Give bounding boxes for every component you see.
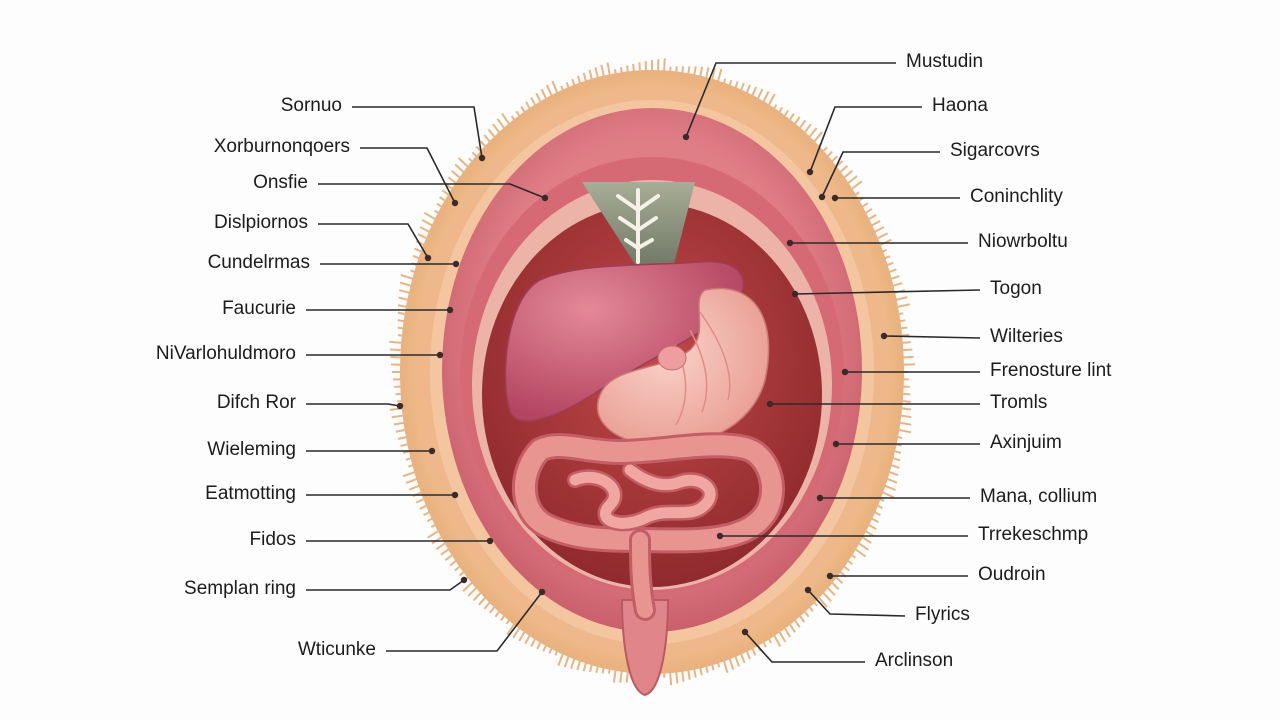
duodenum-knob [657,345,687,371]
label-onsfie: Onsfie [253,172,308,193]
label-frenosture-lint: Frenosture lint [990,360,1112,381]
liver [504,260,745,422]
label-oudroin: Oudroin [978,564,1046,585]
label-wticunke-pointer-dot [538,588,546,596]
label-fidos: Fidos [249,529,296,550]
label-togon-pointer-dot [791,290,799,298]
label-difch-ror-leader-line [306,403,401,407]
label-wticunke-leader-line [386,591,543,652]
label-coninchlity-pointer-dot [831,194,839,202]
label-mana-collium: Mana, collium [980,486,1098,507]
label-mustudin-leader-line [685,62,896,138]
label-trrekeschmp: Trrekeschmp [978,524,1089,545]
label-difch-ror: Difch Ror [216,392,296,413]
label-flyrics: Flyrics [915,604,970,625]
leader-lines [306,62,981,663]
label-semplan-fing-leader-line [306,579,465,591]
label-semplan-fing-pointer-dot [460,576,468,584]
label-flyrics-leader-line [807,589,906,617]
label-sigarcovrs-pointer-dot [818,193,826,201]
label-wilteries-leader-line [883,335,981,339]
label-wilteries: Wilteries [990,326,1063,347]
label-dislpiornos: Dislpiornos [214,212,308,233]
label-difch-ror-pointer-dot [396,402,404,410]
label-flyrics-pointer-dot [804,586,812,594]
label-eatmotting: Eatmotting [205,483,296,504]
label-eatmotting-pointer-dot [451,491,459,499]
vessel-branch [616,188,660,264]
label-semplan-fing: Semplan ring [184,578,296,599]
label-onsfie-pointer-dot [541,194,549,202]
label-wticunke: Wticunke [297,639,376,660]
label-wieleming-pointer-dot [428,447,436,455]
label-tromls: Tromls [990,392,1048,413]
label-wieleming: Wieleming [207,439,296,460]
label-sornuo-pointer-dot [478,154,486,162]
label-faucurie-pointer-dot [446,306,454,314]
label-xorburnonqoers-pointer-dot [451,199,459,207]
label-sigarcovrs: Sigarcovrs [950,140,1040,161]
label-nivarlohuldmoro-pointer-dot [436,351,444,359]
label-niowrboltu: Niowrboltu [978,231,1068,252]
label-togon-leader-line [794,289,981,295]
label-faucurie: Faucurie [222,298,296,319]
label-xorburnonqoers-leader-line [360,147,456,204]
label-cundelrmas: Cundelrmas [207,252,310,273]
label-axinjuim-pointer-dot [832,440,840,448]
label-haona: Haona [932,95,988,116]
label-sornuo-leader-line [352,106,483,159]
label-onsfie-leader-line [318,183,546,199]
label-axinjuim: Axinjuim [990,432,1062,453]
label-arclinson-pointer-dot [741,628,749,636]
label-dislpiornos-leader-line [318,223,429,259]
label-cundelrmas-pointer-dot [452,260,460,268]
label-arclinson-leader-line [744,631,865,663]
label-haona-leader-line [809,106,922,173]
label-tromls-pointer-dot [766,400,774,408]
label-mana-collium-pointer-dot [816,494,824,502]
label-arclinson: Arclinson [875,650,954,671]
label-frenosture-lint-pointer-dot [841,368,849,376]
bottom-tube [620,599,670,697]
intestines [511,432,786,621]
label-xorburnonqoers: Xorburnonqoers [213,136,350,157]
label-sigarcovrs-leader-line [821,151,940,198]
label-wilteries-pointer-dot [880,332,888,340]
label-niowrboltu-pointer-dot [786,239,794,247]
label-mustudin: Mustudin [906,51,984,72]
label-nivarlohuldmoro: NiVarlohuldmoro [155,343,296,364]
label-trrekeschmp-pointer-dot [716,532,724,540]
label-fidos-pointer-dot [486,537,494,545]
label-coninchlity: Coninchlity [970,186,1063,207]
label-haona-pointer-dot [806,168,814,176]
label-sornuo: Sornuo [280,95,342,116]
label-oudroin-pointer-dot [826,572,834,580]
label-dislpiornos-pointer-dot [424,254,432,262]
label-togon: Togon [990,278,1042,299]
label-mustudin-pointer-dot [682,133,690,141]
